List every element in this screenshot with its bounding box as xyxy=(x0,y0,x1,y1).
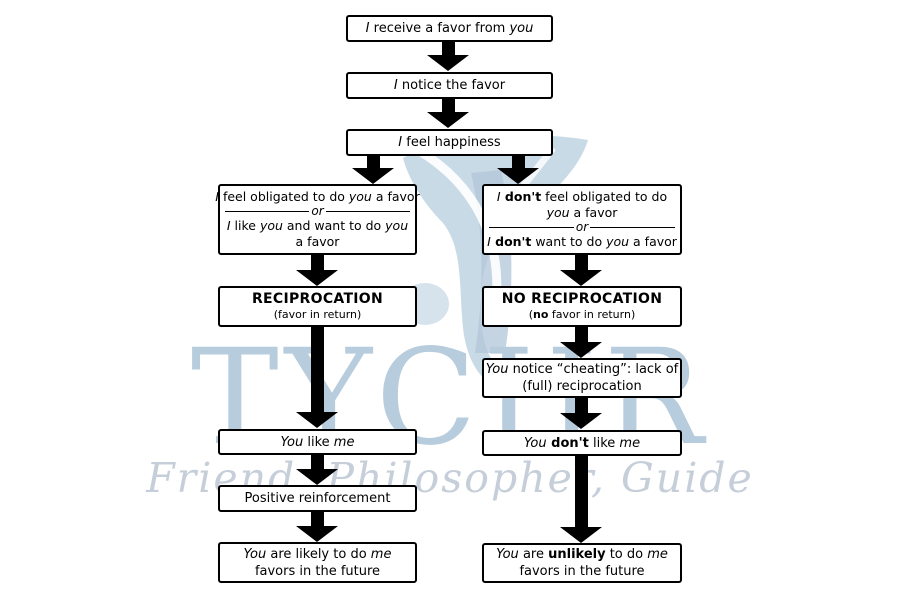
node-you-dont-like-me: You don't like me xyxy=(482,430,682,456)
arrowhead-icon xyxy=(427,55,469,71)
node-title: RECIPROCATION xyxy=(251,291,384,307)
arrowhead-icon xyxy=(560,527,602,543)
node-text: I don't feel obligated to do xyxy=(496,189,668,204)
arrow-stem xyxy=(574,327,588,342)
node-reciprocation: RECIPROCATION (favor in return) xyxy=(218,286,417,327)
arrowhead-icon xyxy=(296,526,338,542)
node-text: favors in the future xyxy=(519,564,645,579)
arrow-stem xyxy=(441,42,455,55)
node-text: You notice “cheating”: lack of xyxy=(485,362,679,377)
arrow-down-left-branch xyxy=(352,156,394,184)
or-label: or xyxy=(311,204,324,218)
arrow-down xyxy=(427,99,469,128)
node-text: I receive a favor from you xyxy=(365,21,534,36)
node-text: a favor xyxy=(295,234,340,249)
arrow-stem xyxy=(574,255,588,270)
node-title: NO RECIPROCATION xyxy=(501,291,663,307)
node-unlikely-future-favors: You are unlikely to do me favors in the … xyxy=(482,543,682,583)
arrow-down xyxy=(427,42,469,71)
watermark-tagline: Friend, Philosopher, Guide xyxy=(146,454,754,502)
node-positive-reinforcement: Positive reinforcement xyxy=(218,485,417,512)
node-text: I feel obligated to do you a favor xyxy=(215,189,420,204)
node-feel-happiness: I feel happiness xyxy=(346,129,553,156)
arrow-down xyxy=(560,398,602,429)
arrow-down xyxy=(296,512,338,542)
divider-line xyxy=(225,211,310,212)
node-obligated-or-like: I feel obligated to do you a favor or I … xyxy=(215,184,420,255)
arrow-down xyxy=(296,255,338,286)
arrowhead-icon xyxy=(296,469,338,485)
or-label: or xyxy=(575,220,589,234)
arrowhead-icon xyxy=(427,112,469,128)
arrow-stem xyxy=(310,512,324,526)
node-text: You don't like me xyxy=(523,435,641,451)
node-text: favors in the future xyxy=(254,563,381,579)
or-divider: or xyxy=(225,205,410,218)
arrow-down xyxy=(560,327,602,358)
arrow-stem xyxy=(441,99,455,112)
node-receive-favor: I receive a favor from you xyxy=(346,15,553,42)
arrow-stem xyxy=(574,456,588,527)
or-divider: or xyxy=(489,221,675,234)
arrow-stem xyxy=(366,156,380,168)
node-subtitle: (favor in return) xyxy=(273,308,362,321)
arrow-stem xyxy=(310,327,324,412)
node-text: you a favor xyxy=(546,205,618,220)
node-no-reciprocation: NO RECIPROCATION (no favor in return) xyxy=(482,286,682,327)
divider-line xyxy=(489,227,574,228)
node-likely-future-favors: You are likely to do me favors in the fu… xyxy=(218,542,417,583)
watermark-brand: TYCHR xyxy=(190,321,710,475)
arrow-down xyxy=(296,455,338,485)
arrowhead-icon xyxy=(352,168,394,184)
arrowhead-icon xyxy=(560,413,602,429)
node-notice-cheating: You notice “cheating”: lack of (full) re… xyxy=(482,358,682,398)
arrow-down xyxy=(560,255,602,286)
arrow-stem xyxy=(511,156,525,168)
node-text: Positive reinforcement xyxy=(244,491,391,506)
arrow-down-right-branch xyxy=(497,156,539,184)
node-text: I don't want to do you a favor xyxy=(487,234,677,249)
arrowhead-icon xyxy=(560,270,602,286)
arrow-down-long xyxy=(296,327,338,428)
node-subtitle: (no favor in return) xyxy=(528,308,636,321)
arrow-stem xyxy=(574,398,588,413)
node-text: I like you and want to do you xyxy=(226,218,409,233)
divider-line xyxy=(590,227,675,228)
arrow-stem xyxy=(310,255,324,270)
arrowhead-icon xyxy=(296,270,338,286)
arrowhead-icon xyxy=(560,342,602,358)
divider-line xyxy=(325,211,410,212)
node-text: I feel happiness xyxy=(398,135,501,150)
node-you-like-me: You like me xyxy=(218,429,417,455)
node-text: You like me xyxy=(280,434,355,450)
arrowhead-icon xyxy=(296,412,338,428)
node-text: You are unlikely to do me xyxy=(496,547,668,562)
node-notice-favor: I notice the favor xyxy=(346,72,553,99)
arrow-stem xyxy=(310,455,324,469)
arrowhead-icon xyxy=(497,168,539,184)
node-text: I notice the favor xyxy=(393,78,506,93)
node-text: (full) reciprocation xyxy=(522,379,642,394)
arrow-down-long xyxy=(560,456,602,543)
node-not-obligated: I don't feel obligated to do you a favor… xyxy=(482,184,682,255)
node-text: You are likely to do me xyxy=(243,546,392,562)
